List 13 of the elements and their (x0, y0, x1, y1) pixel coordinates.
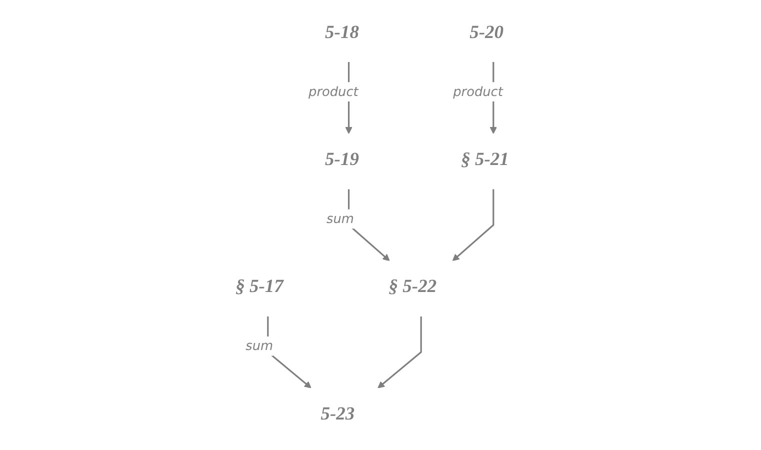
node-text: 5-18 (324, 22, 359, 42)
edge-label: product (452, 84, 503, 100)
node-text: § 5-22 (388, 276, 436, 296)
edge-label: sum (326, 210, 354, 226)
arrow (452, 189, 494, 262)
edge-label: sum (245, 338, 273, 354)
node-text: § 5-21 (460, 148, 509, 170)
node-text: § 5-17 (235, 276, 284, 296)
arrow (377, 316, 422, 388)
edge-label: product (308, 84, 358, 100)
node-text: 5-19 (324, 148, 359, 170)
node-text: 5-23 (320, 403, 355, 424)
node-text: 5-20 (469, 22, 504, 42)
